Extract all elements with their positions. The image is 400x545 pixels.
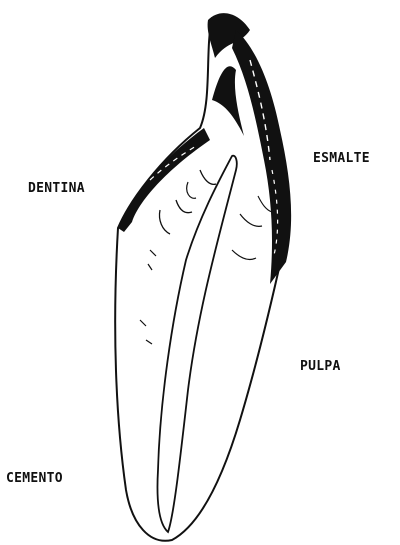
label-dentina: DENTINA	[28, 181, 85, 196]
label-cemento: CEMENTO	[6, 471, 63, 486]
label-esmalte: ESMALTE	[313, 151, 370, 166]
label-pulpa: PULPA	[300, 359, 341, 374]
